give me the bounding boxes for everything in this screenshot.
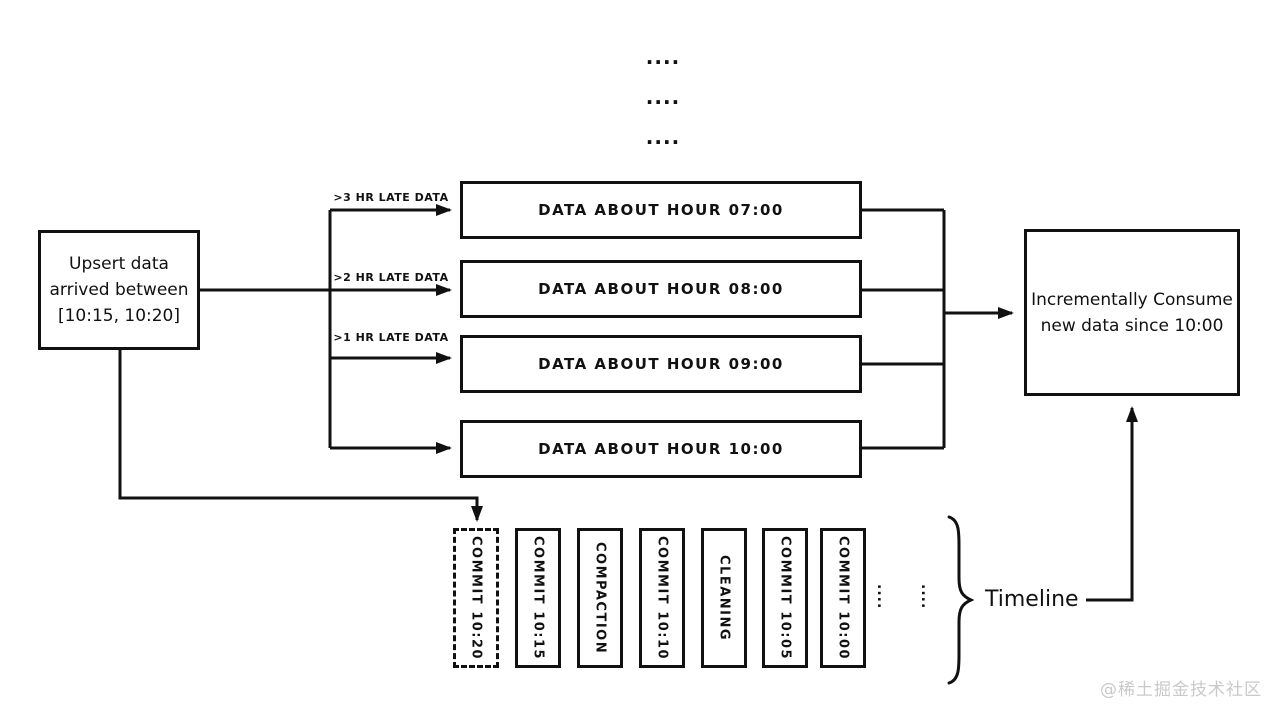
cleaning-box: CLEANING (701, 528, 747, 668)
late-data-label-2hr: >2 HR LATE DATA (333, 271, 449, 284)
compaction-box: COMPACTION (577, 528, 623, 668)
commit-box-1020-dashed: COMMIT 10:20 (453, 528, 499, 668)
ellipsis-row: .... (645, 125, 681, 149)
upsert-data-text: Upsert data arrived between [10:15, 10:2… (49, 251, 188, 329)
data-box-hour-0700: DATA ABOUT HOUR 07:00 (460, 181, 862, 239)
commit-label: COMMIT 10:10 (654, 535, 670, 661)
upsert-data-box: Upsert data arrived between [10:15, 10:2… (38, 230, 200, 350)
upsert-line-3: [10:15, 10:20] (57, 306, 181, 326)
commit-label: COMMIT 10:00 (835, 535, 851, 661)
commit-label: COMMIT 10:15 (530, 535, 546, 661)
watermark: @稀土掘金技术社区 (1100, 680, 1262, 700)
ellipsis-row: .... (645, 45, 681, 69)
data-box-hour-1000: DATA ABOUT HOUR 10:00 (460, 420, 862, 478)
timeline-brace (947, 515, 974, 685)
upsert-line-2: arrived between (49, 280, 189, 300)
consume-line-2: new data since 10:00 (1040, 315, 1224, 336)
ellipsis-row: .... (645, 85, 681, 109)
late-data-label-1hr: >1 HR LATE DATA (333, 331, 449, 344)
commit-box-1000: COMMIT 10:00 (820, 528, 866, 668)
commit-box-1005: COMMIT 10:05 (762, 528, 808, 668)
incremental-consume-text: Incrementally Consume new data since 10:… (1031, 287, 1233, 339)
vertical-ellipsis: .... (874, 584, 890, 610)
timeline-label: Timeline (985, 587, 1079, 612)
data-box-hour-0800: DATA ABOUT HOUR 08:00 (460, 260, 862, 318)
commit-label: COMPACTION (592, 541, 608, 655)
commit-box-1010: COMMIT 10:10 (639, 528, 685, 668)
upsert-line-1: Upsert data (69, 254, 169, 274)
vertical-ellipsis: .... (918, 584, 934, 610)
commit-label: CLEANING (716, 554, 732, 642)
data-box-hour-0900: DATA ABOUT HOUR 09:00 (460, 335, 862, 393)
commit-box-1015: COMMIT 10:15 (515, 528, 561, 668)
incremental-consume-box: Incrementally Consume new data since 10:… (1024, 229, 1240, 396)
commit-label: COMMIT 10:20 (468, 535, 484, 661)
consume-line-1: Incrementally Consume (1031, 289, 1233, 310)
late-data-label-3hr: >3 HR LATE DATA (333, 191, 449, 204)
commit-label: COMMIT 10:05 (777, 535, 793, 661)
